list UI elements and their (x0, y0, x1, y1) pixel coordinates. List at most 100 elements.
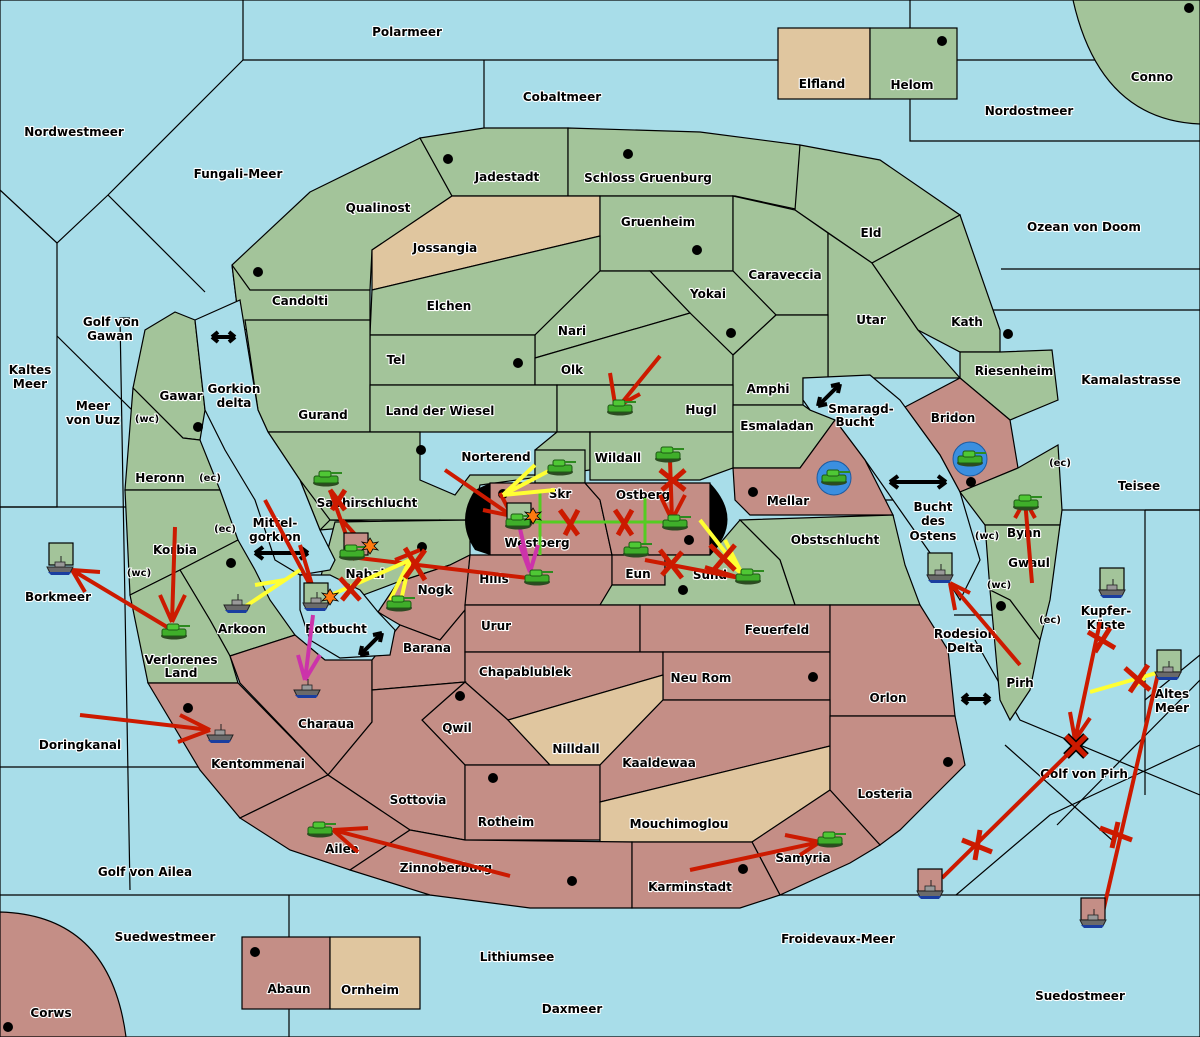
label-helom: Helom (890, 78, 933, 92)
coast-tag-ec: (ec) (199, 473, 221, 484)
label-urur: Urur (481, 619, 511, 633)
failed-order-x (402, 546, 428, 582)
label-rodesion-1: Rodesion (934, 627, 996, 641)
label-nordostmeer: Nordostmeer (985, 104, 1074, 118)
label-schloss: Schloss Gruenburg (584, 171, 712, 185)
label-rotbucht: Rotbucht (305, 622, 367, 636)
label-froidevaux: Froidevaux-Meer (781, 932, 895, 946)
order-move (1098, 664, 1162, 926)
order-move (1068, 621, 1102, 742)
failed-order-x (1123, 663, 1152, 694)
label-qwil: Qwil (442, 721, 472, 735)
region-mellar (732, 418, 894, 516)
coast-tag-wc: (wc) (127, 568, 151, 579)
label-conno: Conno (1131, 70, 1173, 84)
label-jadestadt: Jadestadt (474, 170, 540, 184)
label-gorkion-1: Gorkion (208, 382, 261, 396)
label-candolti: Candolti (272, 294, 328, 308)
label-ornheim: Ornheim (341, 983, 399, 997)
failed-order-x (338, 576, 362, 602)
region-conno (1072, 0, 1200, 125)
label-wiesel: Land der Wiesel (386, 404, 495, 418)
label-polarmeer: Polarmeer (372, 25, 442, 39)
label-charaua: Charaua (298, 717, 354, 731)
origin-boxes (48, 502, 1182, 921)
label-borkmeer: Borkmeer (25, 590, 91, 604)
label-obst: Obstschlucht (791, 533, 880, 547)
label-pirh: Pirh (1006, 676, 1033, 690)
label-utar: Utar (856, 313, 886, 327)
coast-tag-wc: (wc) (135, 414, 159, 425)
label-riesenheim: Riesenheim (975, 364, 1054, 378)
label-eld: Eld (861, 226, 882, 240)
failed-order-x (658, 548, 684, 580)
label-jossangia: Jossangia (412, 241, 477, 255)
label-elchen: Elchen (427, 299, 472, 313)
label-fungali: Fungali-Meer (194, 167, 283, 181)
region-gruenheim (599, 195, 734, 272)
impassable-west (465, 483, 490, 555)
label-smaragd-2: Bucht (835, 415, 874, 429)
label-uuz-1: Meer (76, 399, 110, 413)
label-esmaladan: Esmaladan (740, 419, 813, 433)
label-bucht-1: Bucht (913, 500, 952, 514)
label-rotheim: Rotheim (478, 815, 535, 829)
label-kamala: Kamalastrasse (1081, 373, 1181, 387)
coast-tag-ec: (ec) (1049, 458, 1071, 469)
failed-order-x (708, 543, 737, 574)
dislodge-x (1064, 734, 1088, 758)
label-mittel-2: gorkion (249, 530, 301, 544)
label-doringkanal: Doringkanal (39, 738, 121, 752)
label-kath: Kath (951, 315, 983, 329)
order-convoy (296, 614, 322, 682)
label-karminstadt: Karminstadt (648, 880, 732, 894)
order-move (689, 833, 822, 872)
order-support-hold (530, 490, 678, 555)
label-verlorenes-2: Land (165, 666, 198, 680)
label-elfland: Elfland (799, 77, 845, 91)
label-gurand: Gurand (298, 408, 348, 422)
label-kupfer-2: Küste (1087, 618, 1126, 632)
failed-order-x (658, 468, 687, 492)
failed-order-x (1099, 821, 1133, 849)
order-move (263, 499, 314, 586)
label-altes-1: Altes (1155, 687, 1189, 701)
label-suedwestmeer: Suedwestmeer (115, 930, 216, 944)
label-sottovia: Sottovia (390, 793, 447, 807)
label-tel: Tel (387, 353, 406, 367)
label-gawar: Gawar (159, 389, 202, 403)
label-barana: Barana (403, 641, 451, 655)
failed-order-x (961, 829, 993, 861)
label-rodesion-2: Delta (947, 641, 983, 655)
label-kentommenai: Kentommenai (211, 757, 305, 771)
label-verlorenes-1: Verlorenes (145, 653, 218, 667)
label-mellar: Mellar (767, 494, 809, 508)
label-cobaltmeer: Cobaltmeer (523, 90, 601, 104)
label-mouchi: Mouchimoglou (630, 817, 729, 831)
region-karminstadt (631, 841, 781, 909)
label-nari: Nari (558, 324, 586, 338)
order-move (70, 568, 174, 632)
label-caraveccia: Caraveccia (748, 268, 821, 282)
label-qualinost: Qualinost (346, 201, 411, 215)
label-gorkion-2: delta (217, 396, 252, 410)
label-kaltes-2: Meer (13, 377, 47, 391)
label-nordwestmeer: Nordwestmeer (24, 125, 124, 139)
region-gorkion-delta (194, 299, 336, 576)
order-move (158, 526, 187, 623)
label-arkoon: Arkoon (218, 622, 266, 636)
label-wildall: Wildall (595, 451, 641, 465)
region-heronn (124, 386, 221, 491)
label-losteria: Losteria (857, 787, 912, 801)
label-uuz-2: von Uuz (66, 413, 120, 427)
failed-order-x (328, 488, 348, 512)
label-kupfer-1: Kupfer- (1081, 604, 1131, 618)
label-feuerfeld: Feuerfeld (745, 623, 810, 637)
canal-arrows (210, 330, 992, 706)
label-ozean: Ozean von Doom (1027, 220, 1141, 234)
failed-order-x (557, 508, 581, 537)
label-gruenheim: Gruenheim (621, 215, 695, 229)
label-golf-gawan-1: Golf von (83, 315, 139, 329)
